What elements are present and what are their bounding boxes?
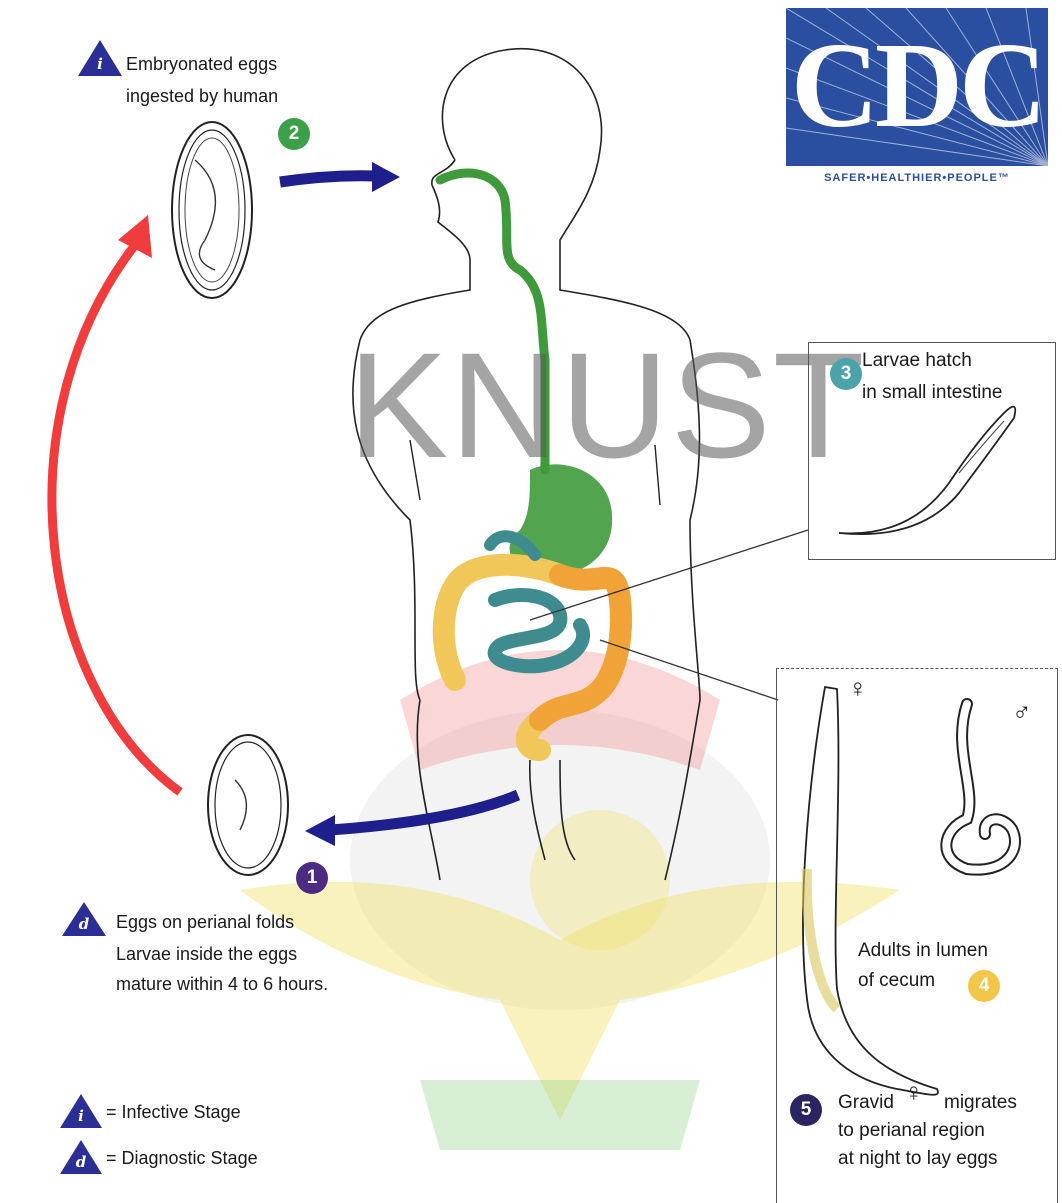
adults-label-line1: Adults in lumen (858, 938, 988, 963)
gravid-label-line1a: Gravid (838, 1090, 894, 1115)
diagnostic-label-line3: mature within 4 to 6 hours. (116, 972, 328, 996)
perianal-egg-illustration (208, 735, 288, 875)
legend-infective-text: = Infective Stage (106, 1100, 241, 1124)
female-symbol: ♀ (848, 676, 868, 701)
diagnostic-triangle-icon: d (62, 902, 106, 936)
stage-3-badge: 3 (830, 358, 862, 390)
cdc-logo-letters: CDC (786, 16, 1048, 156)
male-symbol: ♂ (1012, 700, 1032, 725)
cdc-logo: CDC SAFER•HEALTHIER•PEOPLE™ (780, 8, 1054, 198)
infective-stage-label-line1: Embryonated eggs (126, 52, 277, 76)
gravid-label-line3: at night to lay eggs (838, 1146, 998, 1171)
gravid-female-symbol: ♀ (904, 1080, 924, 1105)
legend-diagnostic-text: = Diagnostic Stage (106, 1146, 258, 1170)
embryonated-egg-illustration (172, 122, 252, 298)
small-intestine (495, 595, 584, 666)
stage-1-badge: 1 (296, 862, 328, 894)
adults-label-line2: of cecum (858, 968, 935, 993)
gravid-label-line2: to perianal region (838, 1118, 985, 1143)
arrow-to-mouth (280, 176, 378, 182)
knust-watermark: KNUST (348, 320, 866, 490)
larvae-label-line2: in small intestine (862, 380, 1002, 405)
stage-5-badge: 5 (790, 1094, 822, 1126)
infective-stage-label-line2: ingested by human (126, 84, 278, 108)
legend-infective-icon: i (60, 1094, 102, 1128)
reinfection-arc (52, 245, 180, 792)
diagnostic-label-line1: Eggs on perianal folds (116, 910, 294, 934)
larvae-label-line1: Larvae hatch (862, 348, 972, 373)
infective-triangle-icon: i (78, 40, 122, 76)
diagnostic-label-line2: Larvae inside the eggs (116, 942, 297, 966)
gravid-label-line1b: migrates (944, 1090, 1017, 1115)
cdc-logo-box: CDC (786, 8, 1048, 166)
stage-4-badge: 4 (968, 970, 1000, 1002)
stage-2-badge: 2 (278, 118, 310, 150)
cdc-tagline: SAFER•HEALTHIER•PEOPLE™ (780, 172, 1054, 184)
legend-diagnostic-icon: d (60, 1140, 102, 1174)
